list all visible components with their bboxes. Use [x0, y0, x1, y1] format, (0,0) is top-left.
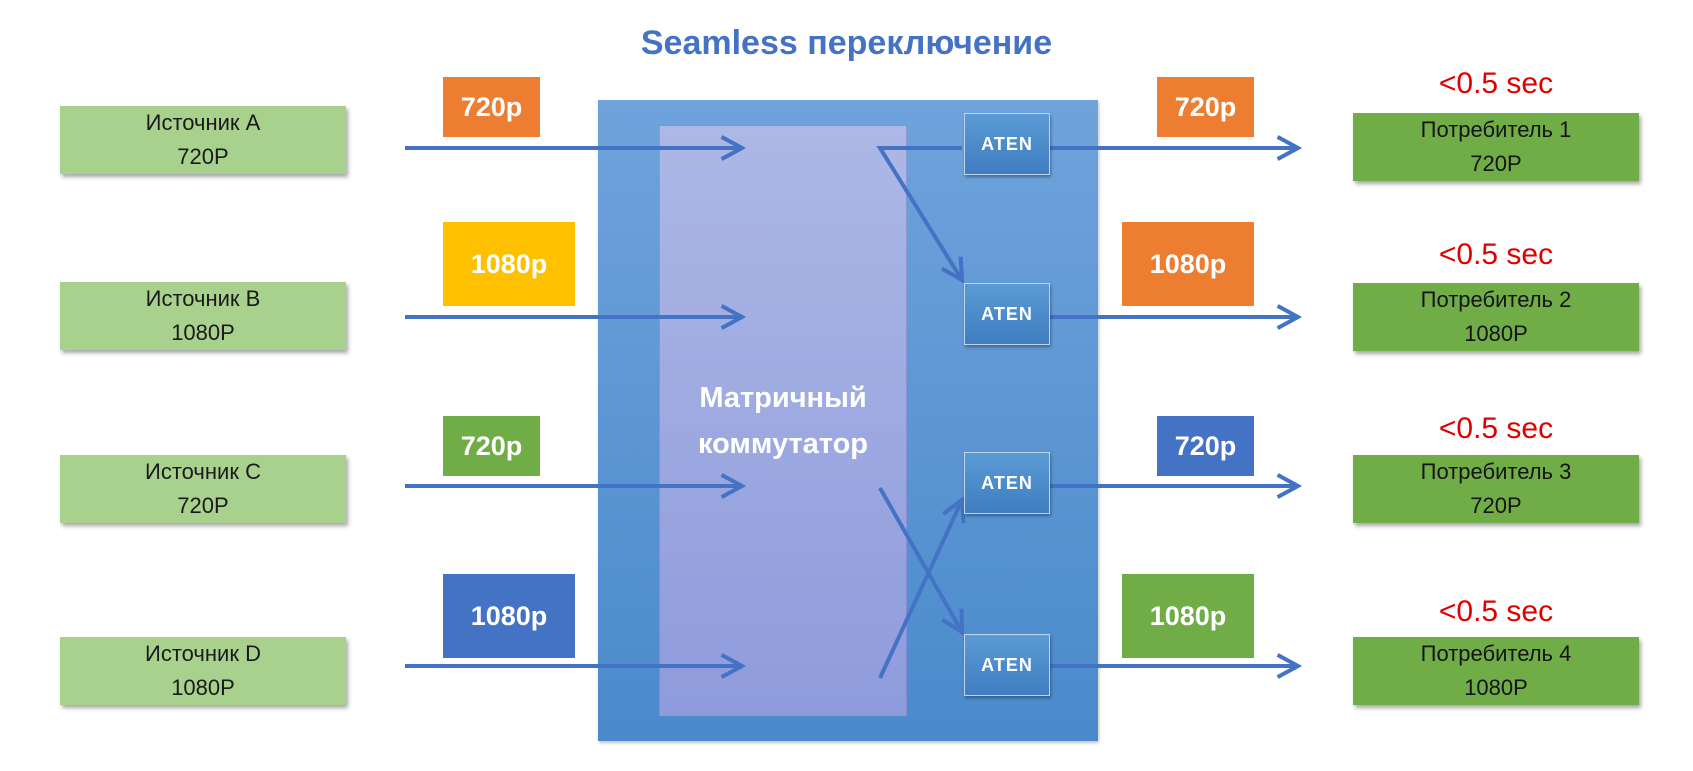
diagram-title: Seamless переключение [640, 24, 1053, 62]
consumer-name: Потребитель 3 [1420, 459, 1572, 484]
matrix-label: Матричный коммутатор [660, 375, 906, 467]
route-1 [876, 146, 962, 280]
source-box-a: Источник A 720P [60, 106, 346, 174]
source-name: Источник A [145, 110, 261, 135]
aten-unit-4: ATEN [964, 634, 1050, 696]
matrix-label-line2: коммутатор [697, 428, 869, 460]
consumer-resolution: 1080P [1464, 321, 1528, 346]
input-badge-a: 720p [443, 77, 540, 137]
aten-unit-2: ATEN [964, 283, 1050, 345]
consumer-box-2: Потребитель 2 1080P [1353, 283, 1639, 351]
consumer-name: Потребитель 2 [1420, 287, 1572, 312]
route-3 [878, 500, 962, 679]
source-resolution: 720P [177, 144, 229, 169]
latency-label-2: <0.5 sec [1438, 238, 1554, 271]
latency-label-4: <0.5 sec [1438, 595, 1554, 628]
output-badge-2: 1080p [1122, 222, 1254, 306]
matrix-core [659, 125, 907, 716]
source-box-c: Источник C 720P [60, 455, 346, 523]
input-badge-b: 1080p [443, 222, 575, 306]
source-box-b: Источник B 1080P [60, 282, 346, 350]
source-name: Источник B [145, 286, 261, 311]
consumer-resolution: 720P [1470, 493, 1522, 518]
output-badge-3: 720p [1157, 416, 1254, 476]
source-resolution: 1080P [171, 675, 235, 700]
source-name: Источник C [145, 459, 261, 484]
route-2 [878, 487, 962, 632]
consumer-box-3: Потребитель 3 720P [1353, 455, 1639, 523]
input-badge-c: 720p [443, 416, 540, 476]
aten-unit-1: ATEN [964, 113, 1050, 175]
consumer-name: Потребитель 1 [1420, 117, 1572, 142]
consumer-resolution: 720P [1470, 151, 1522, 176]
source-box-d: Источник D 1080P [60, 637, 346, 705]
source-name: Источник D [145, 641, 261, 666]
source-resolution: 720P [177, 493, 229, 518]
latency-label-1: <0.5 sec [1438, 67, 1554, 100]
matrix-label-line1: Матричный [699, 382, 867, 414]
aten-unit-3: ATEN [964, 452, 1050, 514]
input-badge-d: 1080p [443, 574, 575, 658]
consumer-box-1: Потребитель 1 720P [1353, 113, 1639, 181]
consumer-box-4: Потребитель 4 1080P [1353, 637, 1639, 705]
latency-label-3: <0.5 sec [1438, 412, 1554, 445]
consumer-resolution: 1080P [1464, 675, 1528, 700]
output-badge-1: 720p [1157, 77, 1254, 137]
output-badge-4: 1080p [1122, 574, 1254, 658]
consumer-name: Потребитель 4 [1420, 641, 1572, 666]
source-resolution: 1080P [171, 320, 235, 345]
